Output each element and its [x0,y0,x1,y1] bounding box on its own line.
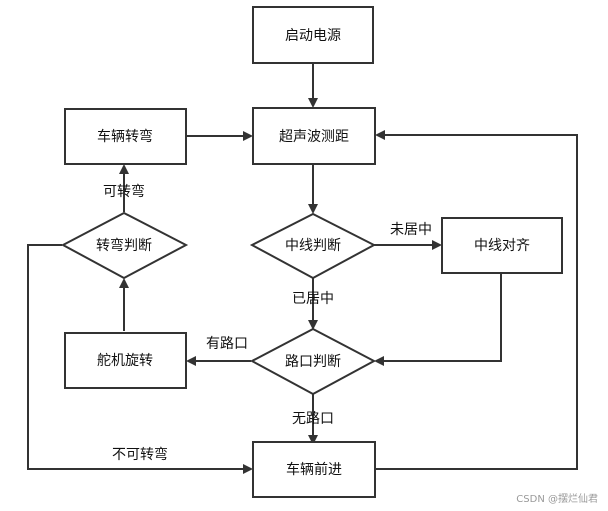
node-junction-judge-label: 路口判断 [285,354,341,370]
edge-label-can-turn: 可转弯 [103,183,145,200]
edge-forward-to-ultrasonic [375,130,578,470]
edges-layer [27,63,578,474]
node-turn: 车辆转弯 [64,108,187,165]
node-start-label: 启动电源 [285,28,341,44]
node-ultrasonic: 超声波测距 [252,107,376,165]
node-center-align: 中线对齐 [441,217,563,274]
edge-turn-judge-to-forward [27,244,253,474]
node-center-align-label: 中线对齐 [474,238,530,254]
edge-label-centered: 已居中 [292,291,334,307]
edge-label-has-junction: 有路口 [206,336,248,352]
node-center-judge: 中线判断 [249,212,377,280]
node-forward: 车辆前进 [252,441,376,498]
edge-label-no-junction: 无路口 [292,411,334,427]
node-ultrasonic-label: 超声波测距 [279,129,349,145]
node-turn-judge-label: 转弯判断 [96,237,152,254]
edge-label-not-centered: 未居中 [390,222,432,238]
node-forward-label: 车辆前进 [286,461,342,478]
node-center-judge-label: 中线判断 [285,238,341,254]
node-turn-judge: 转弯判断 [60,211,189,280]
node-junction-judge: 路口判断 [249,327,377,396]
node-steer: 舵机旋转 [64,332,187,389]
node-turn-label: 车辆转弯 [97,128,153,145]
node-start: 启动电源 [252,6,374,64]
edge-label-cannot-turn: 不可转弯 [112,446,168,463]
edge-center-align-to-junction-judge [374,273,502,366]
node-steer-label: 舵机旋转 [97,353,153,369]
watermark-text: CSDN @摆烂仙君 [516,492,598,505]
